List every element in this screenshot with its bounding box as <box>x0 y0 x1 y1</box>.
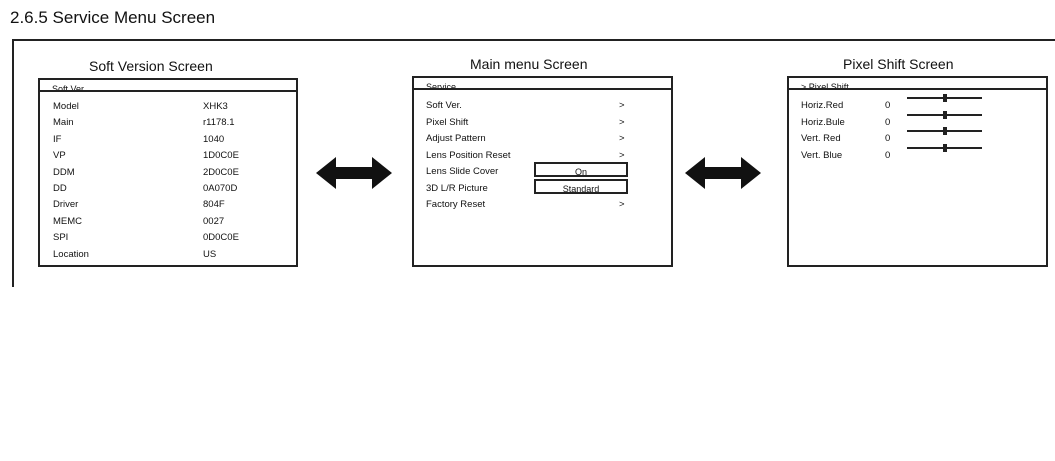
version-label: VP <box>53 150 66 162</box>
version-row: Location US <box>53 249 288 261</box>
menu-item[interactable]: Adjust Pattern > <box>426 133 661 146</box>
version-row: VP 1D0C0E <box>53 150 288 162</box>
main-menu-screen-title: Main menu Screen <box>470 56 588 72</box>
version-row: DDM 2D0C0E <box>53 167 288 179</box>
slider-thumb[interactable] <box>942 110 947 119</box>
chevron-right-icon: > <box>619 199 625 210</box>
pixel-shift-value: 0 <box>885 149 891 161</box>
slider-thumb[interactable] <box>942 143 947 152</box>
pixel-shift-label: Vert. Blue <box>801 149 843 161</box>
version-value: r1178.1 <box>203 117 235 129</box>
version-value: US <box>203 248 217 260</box>
version-value: XHK3 <box>203 101 228 112</box>
pixel-shift-header: > Pixel Shift <box>789 78 1046 90</box>
version-row: Model XHK3 <box>53 101 288 113</box>
slider-thumb[interactable] <box>942 94 947 102</box>
menu-item[interactable]: Lens Slide Cover On <box>426 162 661 179</box>
version-value: 0027 <box>203 215 225 227</box>
section-heading: 2.6.5 Service Menu Screen <box>10 8 216 27</box>
pixel-shift-row[interactable]: Vert. Red 0 <box>801 127 1036 146</box>
version-label: IF <box>53 133 62 145</box>
menu-item[interactable]: Lens Position Reset > <box>426 150 661 163</box>
version-label: SPI <box>53 232 69 244</box>
version-row: SPI 0D0C0E <box>53 232 288 244</box>
frame-top-border <box>12 39 1055 41</box>
version-label: Main <box>53 117 74 129</box>
main-menu-header: Service <box>414 78 671 90</box>
version-row: DD 0A070D <box>53 183 288 195</box>
soft-version-header: Soft Ver. <box>40 80 296 92</box>
version-row: Driver 804F <box>53 199 288 211</box>
pixel-shift-screen-title: Pixel Shift Screen <box>843 56 954 72</box>
chevron-right-icon: > <box>619 133 625 144</box>
menu-item-selection[interactable]: Standard <box>534 178 628 194</box>
version-value: 1D0C0E <box>203 150 239 162</box>
chevron-right-icon: > <box>619 100 625 111</box>
main-menu-screen: Service Soft Ver.>Pixel Shift>Adjust Pat… <box>412 76 673 267</box>
menu-item[interactable]: 3D L/R Picture Standard <box>426 178 661 196</box>
version-row: MEMC 0027 <box>53 216 288 228</box>
pixel-shift-value: 0 <box>885 100 891 111</box>
slider-thumb[interactable] <box>942 127 947 135</box>
selection-value: Standard <box>562 183 600 194</box>
menu-item-label: Lens Slide Cover <box>426 166 499 177</box>
version-value: 0D0C0E <box>203 232 239 244</box>
version-label: DDM <box>53 166 75 178</box>
pixel-shift-row[interactable]: Horiz.Bule 0 <box>801 110 1036 130</box>
pixel-shift-row[interactable]: Horiz.Red 0 <box>801 94 1036 113</box>
menu-item[interactable]: Soft Ver. > <box>426 100 661 113</box>
double-arrow-icon <box>316 157 392 189</box>
menu-item-label: Soft Ver. <box>426 100 462 111</box>
menu-item-label: Lens Position Reset <box>426 149 511 161</box>
menu-item-label: Pixel Shift <box>426 116 469 128</box>
double-arrow-icon <box>685 157 761 189</box>
version-row: Main r1178.1 <box>53 117 288 129</box>
menu-item-label: Factory Reset <box>426 199 486 210</box>
menu-item-label: 3D L/R Picture <box>426 182 488 194</box>
version-label: MEMC <box>53 215 83 227</box>
version-label: DD <box>53 183 67 194</box>
menu-item[interactable]: Factory Reset > <box>426 199 661 212</box>
version-value: 2D0C0E <box>203 166 239 178</box>
menu-item[interactable]: Pixel Shift > <box>426 117 661 130</box>
version-label: Location <box>53 248 89 260</box>
pixel-shift-row[interactable]: Vert. Blue 0 <box>801 143 1036 163</box>
version-row: IF 1040 <box>53 134 288 146</box>
menu-item-label: Adjust Pattern <box>426 133 486 144</box>
menu-item-selection[interactable]: On <box>534 162 628 177</box>
version-label: Driver <box>53 199 79 211</box>
version-label: Model <box>53 101 79 112</box>
pixel-shift-label: Vert. Red <box>801 133 841 144</box>
pixel-shift-label: Horiz.Bule <box>801 116 845 128</box>
chevron-right-icon: > <box>619 116 625 128</box>
pixel-shift-label: Horiz.Red <box>801 100 844 111</box>
frame-left-border <box>12 39 14 287</box>
soft-version-screen-title: Soft Version Screen <box>89 58 213 74</box>
version-value: 1040 <box>203 133 225 145</box>
pixel-shift-value: 0 <box>885 133 891 144</box>
chevron-right-icon: > <box>619 149 625 161</box>
selection-value: On <box>574 167 587 177</box>
version-value: 804F <box>203 199 225 211</box>
version-value: 0A070D <box>203 183 238 194</box>
pixel-shift-value: 0 <box>885 116 891 128</box>
